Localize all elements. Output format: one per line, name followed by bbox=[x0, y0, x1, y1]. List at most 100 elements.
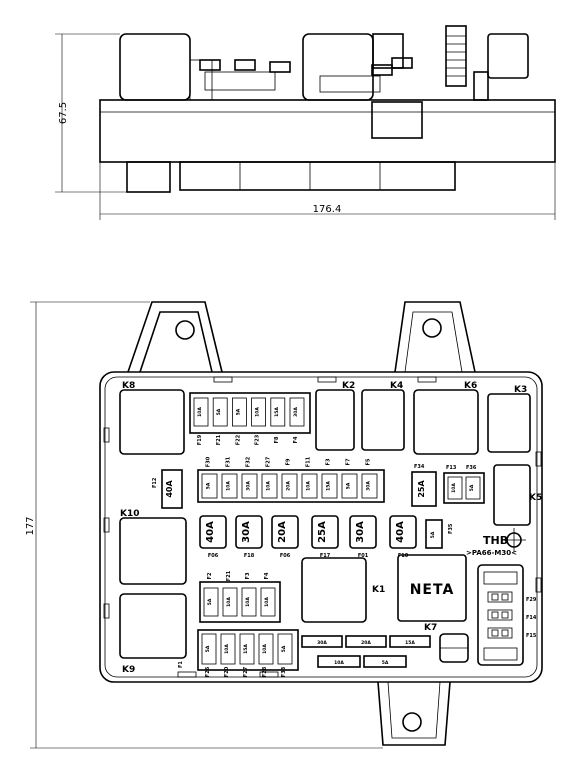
side-fuse-tops bbox=[199, 57, 413, 93]
left-lower-fuse-amp: 10A bbox=[224, 644, 230, 654]
height-dimension-side: 67.5 bbox=[55, 33, 127, 193]
top-fuse-1 bbox=[212, 397, 228, 427]
left-lower-fuse-1 bbox=[220, 633, 236, 665]
left-lower-fuse-amp: 10A bbox=[262, 644, 268, 654]
side-slot bbox=[103, 427, 110, 443]
left-lower-fuse-amp: 5A bbox=[205, 645, 211, 652]
fuse-f36 bbox=[465, 476, 481, 500]
top-fuse-5 bbox=[289, 397, 305, 427]
mid-fuse-id: F5 bbox=[366, 458, 372, 465]
top-height-label: 177 bbox=[25, 516, 36, 535]
left-lower-fuse-amp: 5A bbox=[281, 645, 287, 652]
relay-k1-label: K1 bbox=[372, 585, 385, 595]
big-fuse-id: F01 bbox=[358, 553, 369, 559]
fuse-pair-f13-f36 bbox=[443, 472, 485, 504]
bottom-fuse-row-2: 10A 5A bbox=[317, 655, 407, 668]
mid-fuse-amp: 10A bbox=[266, 481, 272, 491]
mount-hole-top-right bbox=[422, 318, 442, 338]
connector-part-label: >PA66-M30< bbox=[466, 549, 517, 557]
top-fuse-amp: 5A bbox=[235, 408, 241, 415]
bottom-fuse-r2-1 bbox=[363, 655, 407, 668]
mid-fuse-id: F3 bbox=[326, 458, 332, 465]
mid-fuse-id: F32 bbox=[246, 456, 252, 467]
top-fuse-4 bbox=[270, 397, 286, 427]
left-upper-fuse-2 bbox=[241, 587, 257, 617]
relay-k5-label: K5 bbox=[529, 493, 542, 503]
bottom-fuse-r2-amp: 5A bbox=[382, 660, 389, 666]
top-fuse-amp: 5A bbox=[216, 408, 222, 415]
mid-fuse-amp: 10A bbox=[306, 481, 312, 491]
relay-k6-label: K6 bbox=[464, 381, 477, 391]
big-fuse-3 bbox=[311, 515, 339, 549]
relay-k2-label: K2 bbox=[342, 381, 355, 391]
left-upper-fuse-amp: 10A bbox=[245, 597, 251, 607]
bottom-slot bbox=[177, 671, 197, 678]
top-fuse-id: F21 bbox=[216, 434, 222, 445]
side-slot bbox=[535, 577, 542, 593]
left-upper-fuse-id: F3 bbox=[245, 572, 251, 579]
mid-fuse-4 bbox=[281, 473, 298, 499]
fuse-f35-id: F35 bbox=[448, 523, 454, 534]
fuse-f12-amp: 40A bbox=[165, 480, 174, 498]
left-lower-fuse-2 bbox=[239, 633, 255, 665]
relay-k10-label: K10 bbox=[120, 509, 140, 519]
side-height-label: 67.5 bbox=[58, 102, 69, 124]
left-lower-fuse-id: F20 bbox=[224, 666, 230, 677]
top-fuse-amp: 15A bbox=[274, 407, 280, 417]
mount-ear-bottom bbox=[377, 681, 451, 746]
fuse-f13 bbox=[447, 476, 463, 500]
right-fuse-0 bbox=[487, 591, 513, 603]
right-fuse-2 bbox=[487, 627, 513, 639]
mid-fuse-5 bbox=[301, 473, 318, 499]
fuse-f34-amp: 25A bbox=[417, 480, 426, 498]
relay-k6 bbox=[413, 389, 479, 455]
bottom-slot bbox=[259, 671, 279, 678]
side-slot bbox=[103, 603, 110, 619]
big-fuse-1 bbox=[235, 515, 263, 549]
relay-k3 bbox=[487, 393, 531, 453]
right-fuse-id: F15 bbox=[526, 633, 537, 639]
big-fuse-id: F10 bbox=[398, 553, 409, 559]
left-lower-fuse-id: F33 bbox=[281, 666, 287, 677]
bottom-fuse-r2-amp: 10A bbox=[334, 660, 344, 666]
mid-fuse-amp: 15A bbox=[326, 481, 332, 491]
mid-fuse-8 bbox=[361, 473, 378, 499]
bottom-fuse-r1-1 bbox=[345, 635, 387, 648]
relay-k4 bbox=[361, 389, 405, 451]
fuse-f13-amp: 10A bbox=[451, 483, 457, 493]
top-fuse-3 bbox=[251, 397, 267, 427]
mid-fuse-id: F30 bbox=[206, 456, 212, 467]
mid-fuse-7 bbox=[341, 473, 358, 499]
side-relay-left bbox=[119, 33, 191, 101]
fuse-f36-amp: 5A bbox=[469, 484, 475, 491]
height-dimension-top: 177 bbox=[25, 301, 383, 749]
mid-fuse-id: F9 bbox=[286, 458, 292, 465]
top-slot bbox=[317, 376, 337, 383]
left-lower-fuse-id: F26 bbox=[205, 666, 211, 677]
fuse-f13-id: F13 bbox=[446, 465, 457, 471]
left-lower-fuse-amp: 15A bbox=[243, 644, 249, 654]
side-view: 67.5 176.4 bbox=[55, 25, 556, 220]
side-slot bbox=[535, 451, 542, 467]
left-lower-fuse-id: F27 bbox=[243, 666, 249, 677]
left-upper-fuse-amp: 10A bbox=[226, 597, 232, 607]
big-fuse-amp: 25A bbox=[317, 521, 328, 543]
bottom-fuse-r1-amp: 30A bbox=[317, 640, 327, 646]
fuse-f12 bbox=[161, 469, 183, 509]
side-bottom-left bbox=[126, 161, 171, 193]
relay-k10 bbox=[119, 517, 187, 585]
mid-fuse-id: F31 bbox=[226, 456, 232, 467]
fuse-f35-amp: 5A bbox=[430, 531, 436, 538]
side-latch bbox=[371, 101, 423, 139]
mid-fuse-amp: 20A bbox=[286, 481, 292, 491]
top-fuse-amp: 10A bbox=[255, 407, 261, 417]
bottom-fuse-r1-amp: 15A bbox=[405, 640, 415, 646]
top-fuse-amp: 10A bbox=[197, 407, 203, 417]
big-fuse-amp: 40A bbox=[205, 521, 216, 543]
left-lower-fuse-0 bbox=[201, 633, 217, 665]
side-block-a bbox=[189, 59, 213, 101]
bottom-fuse-r2-0 bbox=[317, 655, 361, 668]
fuse-f36-id: F36 bbox=[466, 465, 477, 471]
